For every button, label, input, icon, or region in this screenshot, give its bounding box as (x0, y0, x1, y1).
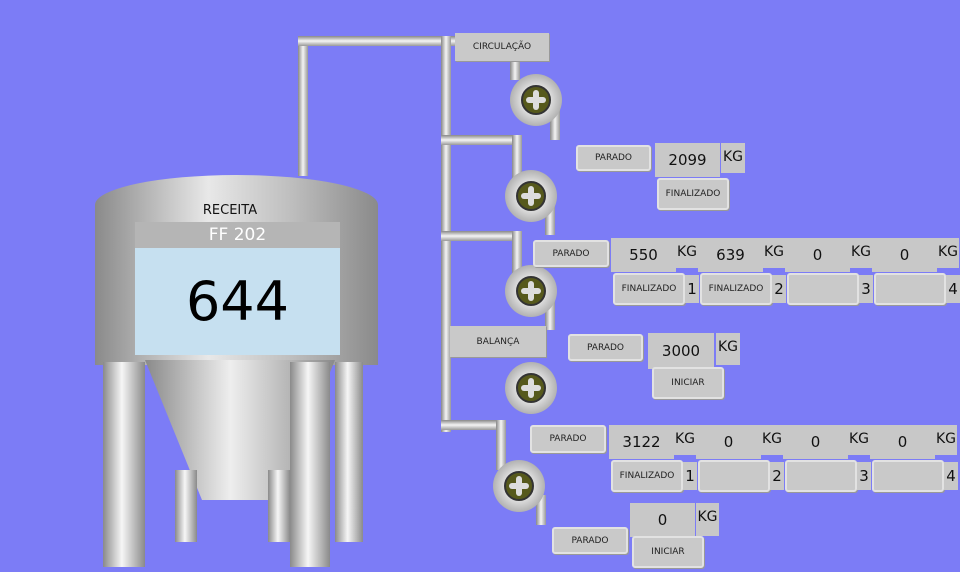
pump-icon (510, 74, 562, 126)
pipe (512, 135, 522, 180)
line1-unit: KG (721, 143, 745, 173)
tank-leg (268, 470, 290, 542)
line2-slot-unit: KG (850, 238, 872, 268)
line4-slot-state-button[interactable] (698, 460, 770, 492)
line2-slot-index: 2 (772, 275, 786, 303)
pipe (298, 36, 458, 46)
line2-status-button[interactable]: PARADO (533, 240, 609, 267)
tank-leg (335, 362, 363, 542)
line4-slot-state-button[interactable] (785, 460, 857, 492)
line3-weight: 3000 (648, 333, 714, 369)
line2-slot-weight: 0 (785, 238, 850, 272)
line4-slot-index: 4 (944, 462, 958, 490)
pipe (550, 110, 560, 140)
pipe (441, 231, 521, 241)
line5-weight: 0 (630, 503, 695, 537)
line2-slot-state-button[interactable] (787, 273, 859, 305)
line4-slot-weight: 0 (870, 425, 935, 459)
line4-slot-index: 1 (683, 462, 697, 490)
line3-action-button[interactable]: INICIAR (652, 367, 724, 399)
circulation-label: CIRCULAÇÃO (455, 33, 549, 61)
scale-label: BALANÇA (450, 326, 546, 357)
line2-slot-state-button[interactable]: FINALIZADO (700, 273, 772, 305)
line2-slot-weight: 550 (611, 238, 676, 272)
line4-slot-state-button[interactable] (872, 460, 944, 492)
line4-slot-weight: 0 (696, 425, 761, 459)
line4-slot-weight: 3122 (609, 425, 674, 459)
pump-icon (505, 362, 557, 414)
line4-slot-unit: KG (674, 425, 696, 455)
line5-action-button[interactable]: INICIAR (632, 536, 704, 568)
recipe-name: FF 202 (135, 222, 340, 248)
pump-icon (505, 170, 557, 222)
recipe-label: RECEITA (202, 203, 258, 218)
line4-slot-index: 2 (770, 462, 784, 490)
pipe (545, 300, 555, 330)
pipe (441, 420, 506, 430)
pump-icon (493, 460, 545, 512)
line4-slot-state-button[interactable]: FINALIZADO (611, 460, 683, 492)
line2-slot-index: 1 (685, 275, 699, 303)
tank-level-display: 644 (135, 248, 340, 355)
tank-leg (103, 362, 145, 567)
line4-slot-unit: KG (935, 425, 957, 455)
line2-slot-state-button[interactable] (874, 273, 946, 305)
tank-leg (290, 362, 330, 567)
line2-slot-weight: 639 (698, 238, 763, 272)
pipe (536, 495, 546, 525)
pump-icon (505, 265, 557, 317)
line2-slot-weight: 0 (872, 238, 937, 272)
line5-status-button[interactable]: PARADO (552, 527, 628, 554)
line4-slot-unit: KG (761, 425, 783, 455)
pipe (441, 135, 521, 145)
pipe (298, 36, 308, 176)
line4-slot-unit: KG (848, 425, 870, 455)
line4-slot-weight: 0 (783, 425, 848, 459)
pipe (496, 420, 506, 470)
line2-slot-unit: KG (763, 238, 785, 268)
line1-status-button[interactable]: PARADO (576, 145, 651, 171)
line2-slot-unit: KG (676, 238, 698, 268)
line1-weight: 2099 (655, 143, 720, 177)
line5-unit: KG (696, 503, 719, 536)
line3-unit: KG (716, 333, 740, 365)
pipe (545, 205, 555, 235)
pipe (512, 231, 522, 276)
line3-status-button[interactable]: PARADO (568, 334, 643, 361)
line1-action-button[interactable]: FINALIZADO (657, 178, 729, 210)
tank-leg (175, 470, 197, 542)
line2-slot-index: 4 (946, 275, 960, 303)
line4-slot-index: 3 (857, 462, 871, 490)
line2-slot-index: 3 (859, 275, 873, 303)
line4-status-button[interactable]: PARADO (530, 425, 606, 453)
line2-slot-unit: KG (937, 238, 959, 268)
line2-slot-state-button[interactable]: FINALIZADO (613, 273, 685, 305)
